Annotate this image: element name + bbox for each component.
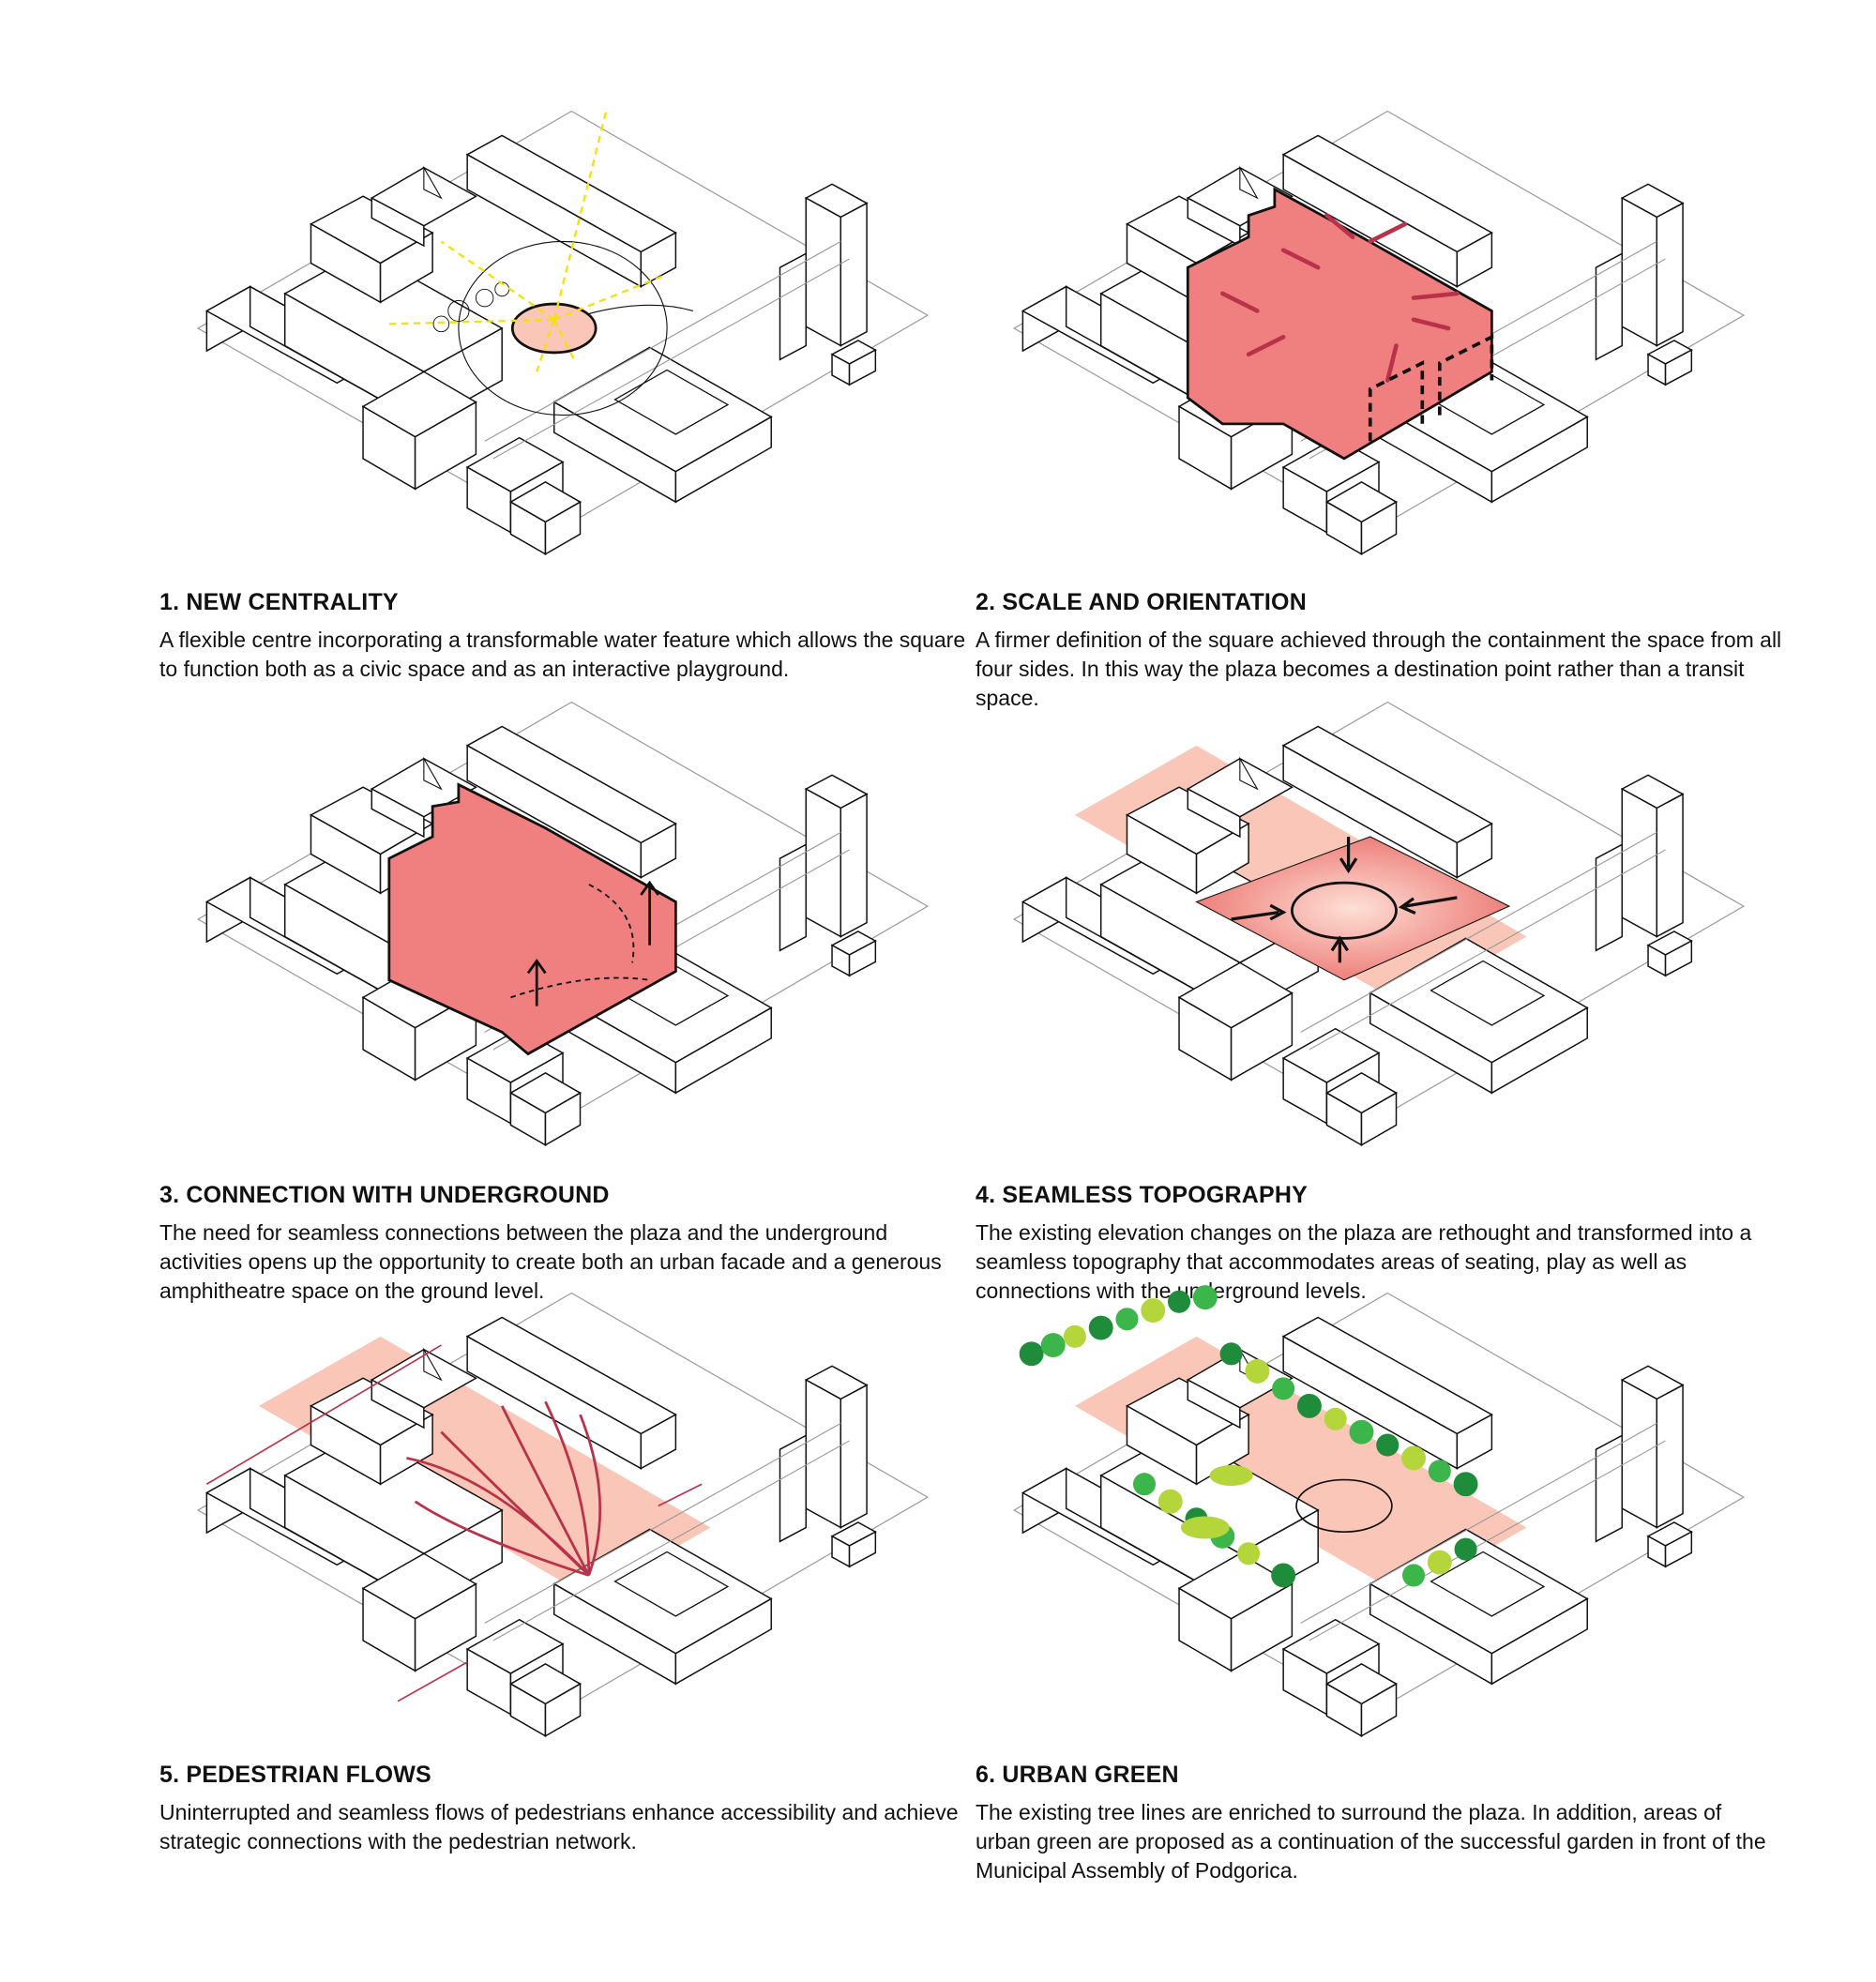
tree-cluster-icon: [1019, 1285, 1478, 1588]
caption-seamless-topography: 4. SEAMLESS TOPOGRAPHY The existing elev…: [976, 1182, 1782, 1306]
contained-plaza-volume: [1186, 187, 1493, 461]
panel-description: The need for seamless connections betwee…: [159, 1220, 942, 1303]
panel-title: 3. CONNECTION WITH UNDERGROUND: [159, 1182, 610, 1208]
underground-facade-volume: [387, 782, 677, 1056]
caption-pedestrian-flows: 5. PEDESTRIAN FLOWS Uninterrupted and se…: [159, 1762, 966, 1856]
caption-scale-and-orientation: 2. SCALE AND ORIENTATION A firmer defini…: [976, 589, 1782, 713]
caption-urban-green: 6. URBAN GREEN The existing tree lines a…: [976, 1762, 1782, 1885]
panel-title: 2. SCALE AND ORIENTATION: [976, 589, 1307, 615]
panel-description: Uninterrupted and seamless flows of pede…: [159, 1800, 959, 1853]
panel-title: 5. PEDESTRIAN FLOWS: [159, 1762, 431, 1788]
topography-surface: [1195, 836, 1511, 981]
caption-new-centrality: 1. NEW CENTRALITY A flexible centre inco…: [159, 589, 966, 684]
panel-title: 1. NEW CENTRALITY: [159, 589, 399, 615]
diagram-pedestrian-flows: [150, 1276, 976, 1745]
diagram-scale-and-orientation: [966, 94, 1792, 563]
panel-description: A flexible centre incorporating a transf…: [159, 628, 966, 681]
panel-description: The existing elevation changes on the pl…: [976, 1220, 1752, 1303]
diagram-connection-with-underground: [150, 685, 976, 1154]
water-feature-icon: [510, 302, 598, 355]
caption-connection-with-underground: 3. CONNECTION WITH UNDERGROUND The need …: [159, 1182, 966, 1306]
diagram-urban-green: [966, 1276, 1792, 1745]
panel-description: A firmer definition of the square achiev…: [976, 628, 1782, 710]
diagram-new-centrality: [150, 94, 976, 563]
diagram-seamless-topography: [966, 685, 1792, 1154]
panel-title: 6. URBAN GREEN: [976, 1762, 1179, 1788]
panel-title: 4. SEAMLESS TOPOGRAPHY: [976, 1182, 1309, 1208]
panel-description: The existing tree lines are enriched to …: [976, 1800, 1766, 1883]
